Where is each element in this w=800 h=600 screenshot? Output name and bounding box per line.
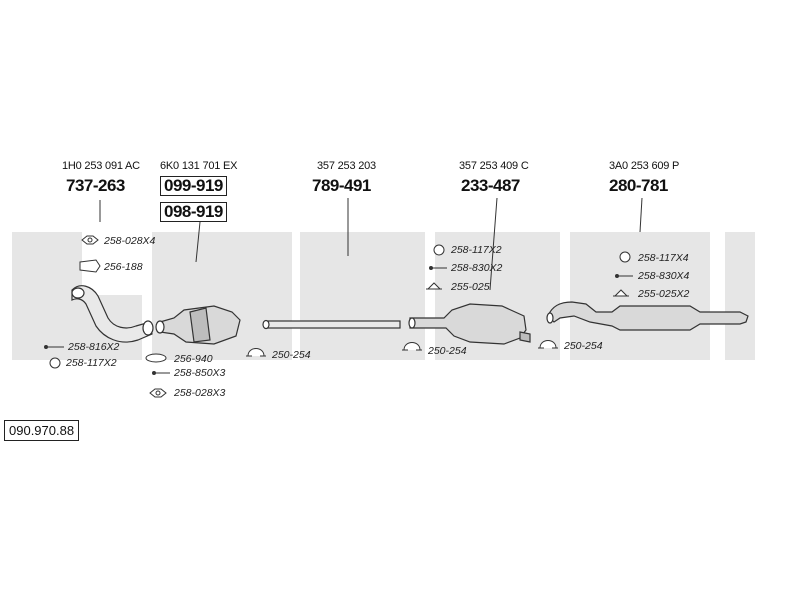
accessory-label[interactable]: 258-117X2 xyxy=(451,244,502,256)
part-number[interactable]: 737-263 xyxy=(66,176,125,195)
spring-washer-icon xyxy=(619,251,631,263)
part-number[interactable]: 099-919 xyxy=(160,176,227,196)
accessory-label[interactable]: 258-830X4 xyxy=(638,270,690,282)
accessory-label[interactable]: 258-816X2 xyxy=(68,341,120,353)
oem-number: 1H0 253 091 AC xyxy=(62,160,140,172)
accessory-label[interactable]: 255-025X2 xyxy=(638,288,690,300)
oem-number: 357 253 203 xyxy=(317,160,376,172)
gasket-icon xyxy=(145,353,167,363)
front-pipe-shape xyxy=(71,285,154,343)
accessory-label[interactable]: 256-940 xyxy=(174,353,213,365)
accessory-label[interactable]: 258-117X4 xyxy=(638,252,689,264)
diagram-number: 090.970.88 xyxy=(4,420,80,441)
accessory-label[interactable]: 255-025 xyxy=(451,281,490,293)
oem-number: 357 253 409 C xyxy=(459,160,529,172)
oem-number: 3A0 253 609 P xyxy=(609,160,680,172)
accessory-label[interactable]: 258-830X2 xyxy=(451,262,503,274)
accessory-label[interactable]: 258-028X3 xyxy=(174,387,226,399)
accessory-label[interactable]: 258-028X4 xyxy=(104,235,156,247)
rubber-mount-icon xyxy=(613,289,629,297)
accessory-label[interactable]: 258-117X2 xyxy=(66,357,117,369)
center-muffler-shape xyxy=(408,303,531,345)
accessory-label[interactable]: 250-254 xyxy=(272,349,311,361)
rear-muffler-shape xyxy=(546,301,749,331)
part-number[interactable]: 789-491 xyxy=(312,176,371,195)
catalytic-converter-shape xyxy=(155,305,241,345)
spring-washer-icon xyxy=(49,357,61,369)
leader-line-098 xyxy=(195,221,201,263)
leader-line-233 xyxy=(489,197,498,291)
part-number[interactable]: 233-487 xyxy=(461,176,520,195)
accessory-label[interactable]: 256-188 xyxy=(104,261,143,273)
part-number[interactable]: 280-781 xyxy=(609,176,668,195)
accessory-label[interactable]: 250-254 xyxy=(564,340,603,352)
clamp-icon xyxy=(402,342,422,351)
gasket-icon xyxy=(79,259,101,273)
leader-line-280 xyxy=(639,197,643,233)
part-number[interactable]: 098-919 xyxy=(160,202,227,222)
accessory-label[interactable]: 250-254 xyxy=(428,345,467,357)
oem-number: 6K0 131 701 EX xyxy=(160,160,238,172)
rubber-mount-icon xyxy=(426,282,442,290)
clamp-icon xyxy=(538,340,558,349)
clamp-icon xyxy=(246,348,266,357)
spring-washer-icon xyxy=(433,244,445,256)
accessory-label[interactable]: 258-850X3 xyxy=(174,367,226,379)
intermediate-pipe-shape xyxy=(262,319,401,330)
